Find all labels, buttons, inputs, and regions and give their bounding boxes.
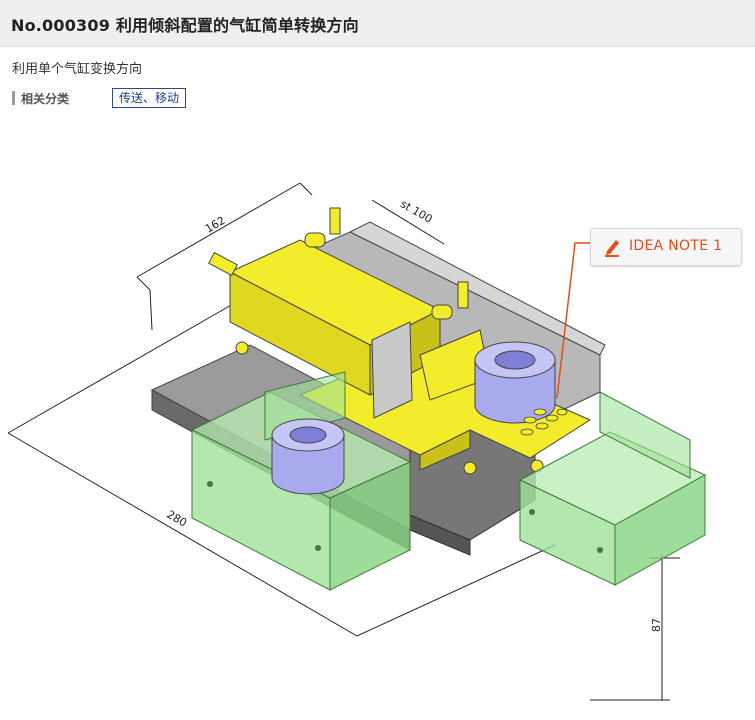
- air-cylinder: [208, 239, 491, 419]
- idea-note-button[interactable]: IDEA NOTE 1: [590, 228, 742, 266]
- page-subtitle: 利用单个气缸变换方向: [12, 62, 143, 77]
- page-header: No.000309 利用倾斜配置的气缸简单转换方向: [0, 0, 755, 47]
- dimension-stroke: st 100: [398, 197, 434, 226]
- pencil-icon: [605, 240, 619, 257]
- category-tag-link[interactable]: 传送、移动: [112, 88, 187, 108]
- page-title: No.000309 利用倾斜配置的气缸简单转换方向: [11, 16, 359, 35]
- idea-note-leader: [556, 242, 590, 399]
- vent-holes: [520, 408, 568, 436]
- mechanism-illustration: 162 st 100 280 87: [7, 182, 707, 701]
- category-label: 相关分类: [21, 92, 70, 106]
- blue-roller-right: [474, 341, 556, 424]
- dimension-87: 87: [650, 618, 663, 632]
- green-guide-right: [518, 391, 707, 586]
- dimension-lines: [7, 182, 680, 701]
- blue-roller-left: [271, 418, 345, 495]
- idea-note-label: IDEA NOTE 1: [629, 238, 723, 254]
- category-marker: [12, 91, 15, 105]
